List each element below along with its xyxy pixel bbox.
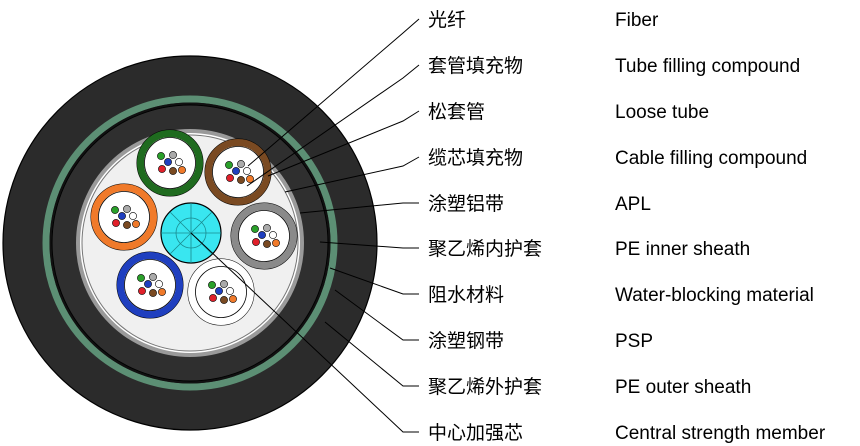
fiber bbox=[220, 280, 228, 288]
leader-tube-filling bbox=[246, 64, 420, 187]
loose-tube-green bbox=[136, 129, 204, 197]
fiber bbox=[208, 281, 216, 289]
fiber bbox=[144, 280, 152, 288]
fiber bbox=[215, 287, 223, 295]
fiber bbox=[149, 289, 157, 297]
fiber bbox=[272, 239, 280, 247]
fiber bbox=[155, 280, 163, 288]
label-zh: 光纤 bbox=[428, 9, 466, 31]
label-en: Cable filling compound bbox=[615, 148, 807, 169]
fiber bbox=[132, 220, 140, 228]
fiber bbox=[138, 287, 146, 295]
fiber bbox=[123, 221, 131, 229]
leader-inner-sheath bbox=[319, 241, 419, 249]
fiber bbox=[226, 174, 234, 182]
fiber bbox=[269, 231, 277, 239]
label-zh: 套管填充物 bbox=[428, 55, 523, 77]
label-zh: 聚乙烯内护套 bbox=[428, 238, 542, 260]
fiber bbox=[178, 166, 186, 174]
fiber bbox=[123, 205, 131, 213]
fiber bbox=[137, 274, 145, 282]
fiber bbox=[263, 224, 271, 232]
label-zh: 中心加强芯 bbox=[428, 422, 523, 444]
fiber bbox=[169, 151, 177, 159]
fiber bbox=[237, 160, 245, 168]
leader-apl bbox=[299, 202, 419, 214]
label-zh: 松套管 bbox=[428, 101, 485, 123]
leader-water-blocking bbox=[329, 267, 419, 295]
fiber bbox=[232, 167, 240, 175]
label-en: Central strength member bbox=[615, 423, 826, 444]
fiber bbox=[158, 165, 166, 173]
loose-tube-white bbox=[187, 258, 255, 326]
fiber bbox=[220, 296, 228, 304]
fiber bbox=[226, 287, 234, 295]
leader-cable-filling bbox=[284, 156, 420, 193]
fiber bbox=[225, 161, 233, 169]
label-en: Loose tube bbox=[615, 102, 709, 123]
leader-psp bbox=[334, 289, 419, 341]
label-zh: 涂塑钢带 bbox=[428, 330, 504, 352]
leader-fiber bbox=[247, 18, 420, 167]
fiber bbox=[243, 167, 251, 175]
label-en: PE inner sheath bbox=[615, 239, 750, 260]
fiber bbox=[246, 175, 254, 183]
loose-tubes bbox=[90, 129, 298, 326]
fiber bbox=[149, 273, 157, 281]
fiber bbox=[164, 158, 172, 166]
leader-lines bbox=[190, 18, 420, 433]
fiber bbox=[229, 295, 237, 303]
label-zh: 聚乙烯外护套 bbox=[428, 376, 542, 398]
label-en: APL bbox=[615, 194, 651, 215]
fiber bbox=[169, 167, 177, 175]
fiber bbox=[251, 225, 259, 233]
label-zh: 缆芯填充物 bbox=[428, 147, 523, 169]
label-en: Water-blocking material bbox=[615, 285, 814, 306]
fiber bbox=[209, 294, 217, 302]
fiber bbox=[129, 212, 137, 220]
loose-tube-orange bbox=[90, 183, 158, 251]
fiber bbox=[175, 158, 183, 166]
label-en: Fiber bbox=[615, 10, 659, 31]
fiber bbox=[157, 152, 165, 160]
leader-loose-tube bbox=[267, 110, 420, 177]
fiber bbox=[112, 219, 120, 227]
label-zh: 涂塑铝带 bbox=[428, 193, 504, 215]
loose-tube-brown bbox=[204, 138, 272, 206]
loose-tube-blue bbox=[116, 251, 184, 319]
fiber bbox=[263, 240, 271, 248]
label-zh: 阻水材料 bbox=[428, 284, 504, 306]
fiber bbox=[111, 206, 119, 214]
fiber bbox=[158, 288, 166, 296]
leader-strength-member bbox=[190, 232, 419, 433]
label-en: PE outer sheath bbox=[615, 377, 751, 398]
leader-outer-sheath bbox=[324, 321, 419, 387]
fiber bbox=[252, 238, 260, 246]
fiber bbox=[258, 231, 266, 239]
label-en: Tube filling compound bbox=[615, 56, 800, 77]
labels: 光纤 Fiber 套管填充物 Tube filling compound 松套管… bbox=[428, 9, 826, 444]
loose-tube-gray bbox=[230, 202, 298, 270]
label-en: PSP bbox=[615, 331, 653, 352]
fiber bbox=[237, 176, 245, 184]
fiber bbox=[118, 212, 126, 220]
